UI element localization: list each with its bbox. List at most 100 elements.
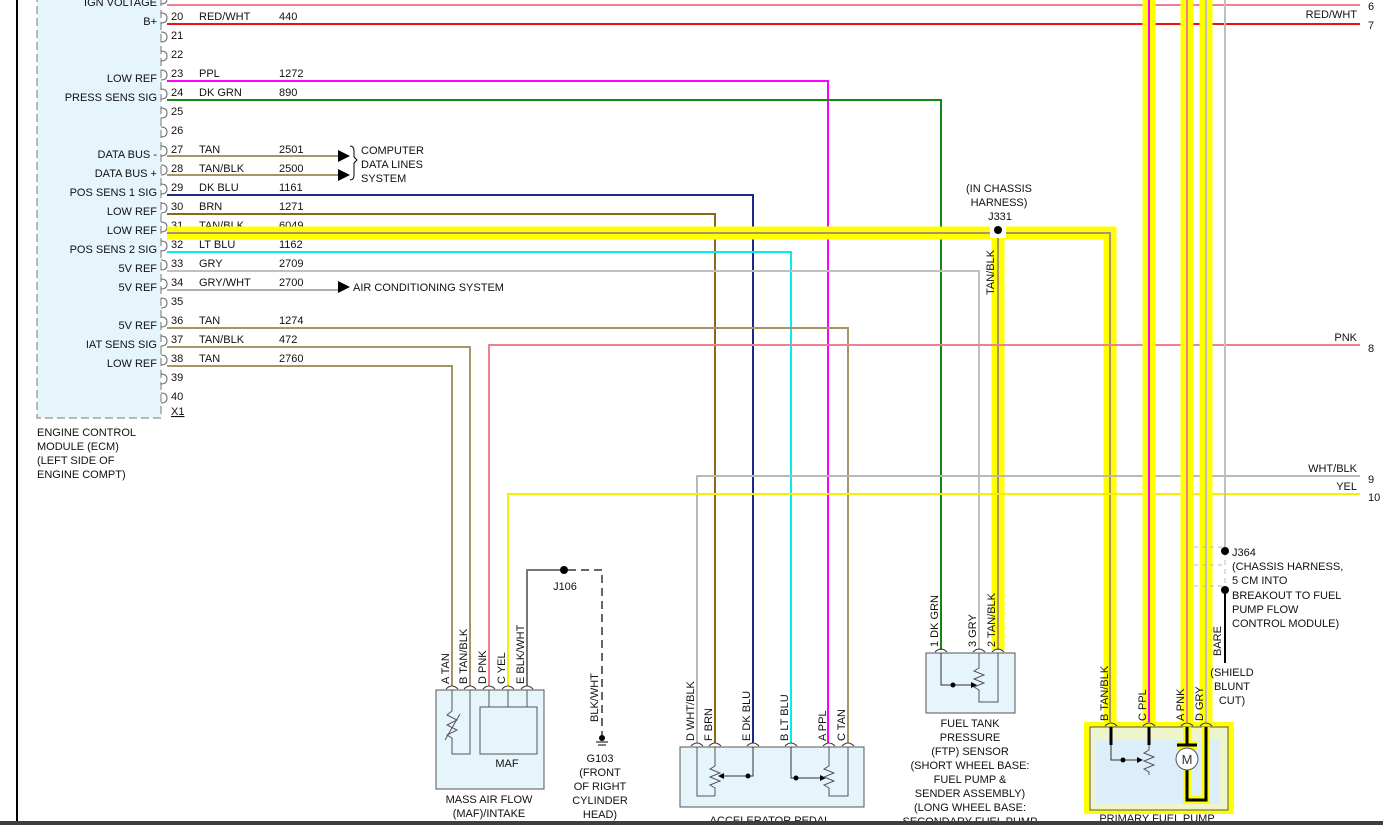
pump-inner bbox=[1096, 740, 1220, 804]
pin-function: DATA BUS - bbox=[98, 149, 158, 161]
pin-connector-icon bbox=[160, 126, 168, 138]
app-pin-label: E DK BLU bbox=[741, 691, 753, 741]
pump-pin-label: B TAN/BLK bbox=[1099, 665, 1111, 721]
wire-dkblu-1161 bbox=[167, 194, 754, 743]
offpage-ref-number: 6 bbox=[1368, 1, 1374, 13]
data-lines-label: SYSTEM bbox=[361, 173, 406, 185]
pin-number: 30 bbox=[171, 201, 183, 213]
pin-connector-icon bbox=[160, 297, 168, 309]
wiper-line bbox=[940, 653, 975, 686]
ftp-pin-label: 2 TAN/BLK bbox=[986, 592, 998, 647]
ftp-label: SENDER ASSEMBLY) bbox=[915, 788, 1025, 800]
pin-number: 39 bbox=[171, 372, 183, 384]
ftp-label: SECONDARY FUEL PUMP bbox=[903, 816, 1038, 825]
potentiometer-icon bbox=[696, 747, 722, 797]
ecm-box bbox=[36, 0, 162, 419]
app-pin-label: A PPL bbox=[817, 710, 829, 741]
pin-number: 29 bbox=[171, 182, 183, 194]
ground-wire bbox=[568, 569, 603, 735]
sender-resistor-icon bbox=[1142, 727, 1156, 775]
ftp-pin-label: 1 DK GRN bbox=[929, 595, 941, 647]
pin-connector-icon bbox=[160, 316, 168, 328]
pin-number: 36 bbox=[171, 315, 183, 327]
pin-connector-icon bbox=[160, 12, 168, 24]
pin-connector-icon bbox=[445, 685, 459, 690]
offpage-ref-number: 7 bbox=[1368, 20, 1374, 32]
arrow-icon bbox=[718, 773, 724, 779]
motor-icon bbox=[1175, 747, 1199, 771]
node-dot bbox=[1120, 757, 1126, 763]
pin-number: 28 bbox=[171, 163, 183, 175]
offpage-ref-number: 8 bbox=[1368, 343, 1374, 355]
pin-function: DATA BUS + bbox=[95, 168, 157, 180]
pin-connector-icon bbox=[520, 685, 534, 690]
app-label: ACCELERATOR PEDAL bbox=[710, 815, 831, 825]
brace-icon bbox=[349, 145, 358, 181]
pin-connector-icon bbox=[160, 354, 168, 366]
pin-connector-icon bbox=[160, 392, 168, 404]
pin-number: 40 bbox=[171, 391, 183, 403]
pin-function: IGN VOLTAGE bbox=[84, 0, 157, 9]
pin-connector-icon bbox=[1180, 722, 1194, 727]
splice-dot bbox=[1221, 586, 1229, 594]
maf-pin-label: B TAN/BLK bbox=[458, 628, 470, 684]
pin-connector-icon bbox=[822, 742, 836, 747]
shield-note: BLUNT bbox=[1214, 681, 1250, 693]
app-pin-label: B LT BLU bbox=[779, 694, 791, 741]
pin-connector-icon bbox=[160, 0, 168, 5]
pin-connector-icon bbox=[160, 107, 168, 119]
shield-note: (SHIELD bbox=[1210, 667, 1253, 679]
primary-fuel-pump: M PRIMARY FUEL PUMP bbox=[1084, 722, 1234, 825]
offpage-wire-label: WHT/BLK bbox=[1308, 463, 1358, 475]
pin-function: 5V REF bbox=[118, 320, 157, 332]
window-bottom-bar bbox=[0, 821, 1383, 825]
pin-connector-icon bbox=[463, 685, 477, 690]
ecm-connector-id: X1 bbox=[171, 406, 184, 418]
ftp-sensor: FUEL TANK PRESSURE (FTP) SENSOR (SHORT W… bbox=[903, 652, 1038, 825]
pin-connector-icon bbox=[991, 648, 1005, 653]
splice-note: (CHASSIS HARNESS, bbox=[1232, 561, 1343, 573]
pin-function: LOW REF bbox=[107, 225, 157, 237]
pin-connector-icon bbox=[160, 69, 168, 81]
pin-connector-icon bbox=[160, 221, 168, 233]
maf-pin-label: C YEL bbox=[496, 652, 508, 684]
pump-motor-wiring bbox=[1177, 727, 1208, 802]
pin-connector-icon bbox=[784, 742, 798, 747]
maf-pin-label: D PNK bbox=[477, 650, 489, 684]
data-lines-label: COMPUTER bbox=[361, 145, 424, 157]
wire-tan-2760 bbox=[167, 365, 453, 686]
wire-color: TAN bbox=[199, 144, 220, 156]
arrow-icon bbox=[338, 150, 350, 162]
circuit-number: 2500 bbox=[279, 163, 303, 175]
pin-connector-icon bbox=[160, 31, 168, 43]
pin-number: 34 bbox=[171, 277, 183, 289]
wire-whtblk-app bbox=[696, 475, 1360, 743]
splice-note: (IN CHASSIS bbox=[966, 183, 1032, 195]
node-dot bbox=[950, 682, 956, 688]
wire-tanblk-6049 bbox=[167, 232, 1111, 722]
maf-pin-label: E BLK/WHT bbox=[515, 624, 527, 684]
maf-sensor: MAF MASS AIR FLOW (MAF)/INTAKE bbox=[435, 689, 545, 820]
pin-connector-icon bbox=[160, 373, 168, 385]
offpage-ref-number: 10 bbox=[1368, 492, 1380, 504]
splice-note: CONTROL MODULE) bbox=[1232, 618, 1339, 630]
pin-number: 32 bbox=[171, 239, 183, 251]
motor-label: M bbox=[1182, 752, 1193, 767]
ground-label: CYLINDER bbox=[572, 795, 628, 807]
circuit-number: 1161 bbox=[279, 182, 303, 194]
pin-connector-icon bbox=[1104, 722, 1118, 727]
pin-connector-icon bbox=[501, 685, 515, 690]
pin-connector-icon bbox=[160, 202, 168, 214]
ftp-label: FUEL TANK bbox=[940, 718, 1000, 730]
pin-connector-icon bbox=[160, 145, 168, 157]
ecm-label-line: ENGINE CONTROL bbox=[37, 427, 136, 439]
offpage-wire-label: YEL bbox=[1336, 481, 1357, 493]
splice-note: PUMP FLOW bbox=[1232, 604, 1299, 616]
pin-connector-icon bbox=[482, 685, 496, 690]
pin-number: 26 bbox=[171, 125, 183, 137]
pin-function: POS SENS 1 SIG bbox=[70, 187, 157, 199]
pin-number: 23 bbox=[171, 68, 183, 80]
wire-label: TAN/BLK bbox=[985, 249, 997, 295]
app-box bbox=[679, 746, 865, 808]
